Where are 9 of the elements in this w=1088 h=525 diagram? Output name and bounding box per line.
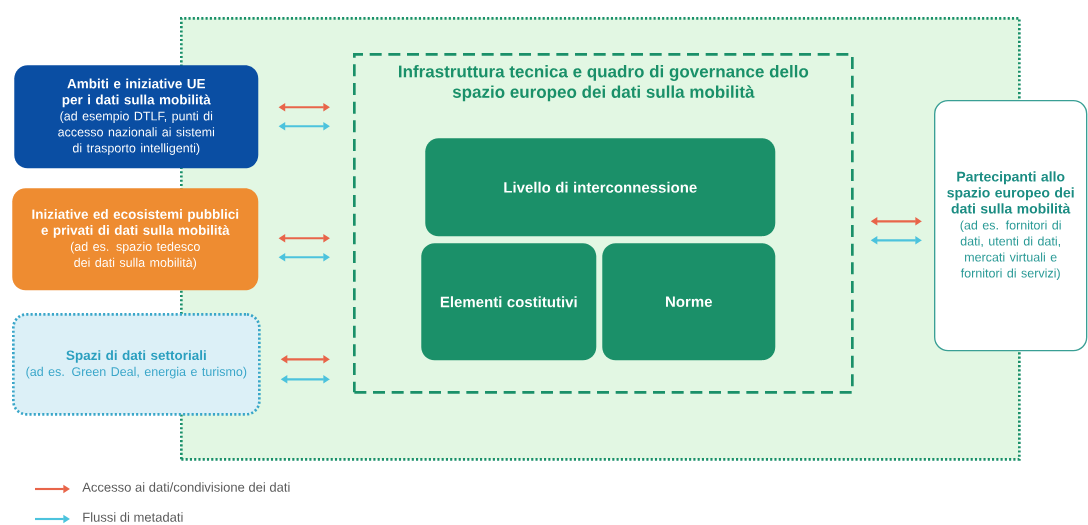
initiative-box: Iniziative ed ecosistemi pubblici e privati di dati sulla mobilità (ad es. spazio tedesco dei dati sulla mobilità) xyxy=(12,188,259,291)
legend-label: Accesso ai dati/condivisione dei dati xyxy=(82,482,290,492)
data-space-box: Spazi di dati settoriali (ad es. Green Deal, energia e turismo) xyxy=(12,313,261,416)
legend-label: Flussi di metadati xyxy=(83,512,183,522)
component-box: Norme xyxy=(602,243,776,361)
initiative-box: Ambiti e iniziative UE per i dati sulla mobilità (ad esempio DTLF, punti di accesso nazionali ai sistemi di trasporto intelligenti) xyxy=(14,65,259,169)
component-box: Elementi costitutivi xyxy=(421,243,597,361)
participants-box: Partecipanti allo spazio europeo dei dati sulla mobilità (ad es. fornitori di dati, utenti di dati, mercati virtuali e fornitori di servizi) xyxy=(934,100,1088,352)
component-box: Livello di interconnessione xyxy=(425,138,776,237)
